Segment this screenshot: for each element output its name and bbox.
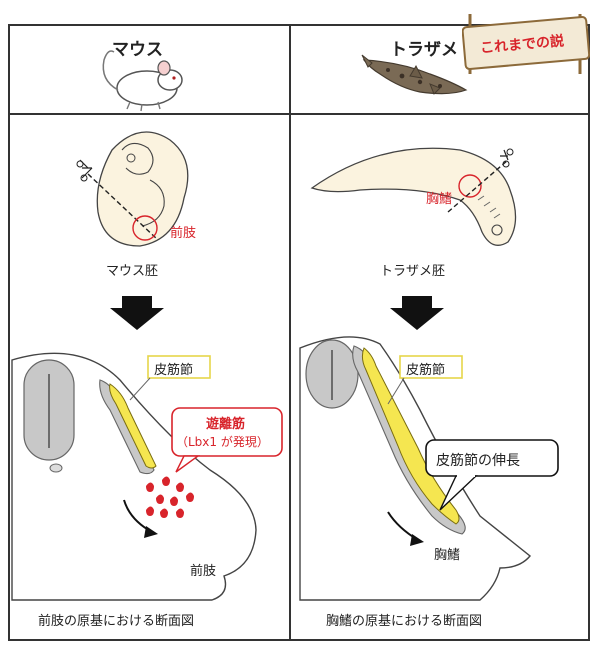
mouse-title: マウス	[112, 40, 163, 60]
sign-shape	[462, 14, 590, 74]
sign-board: これまでの説	[462, 14, 590, 74]
mouse-down-arrow	[110, 296, 164, 330]
mouse-limb-label: 前肢	[190, 564, 217, 579]
mouse-illustration	[102, 50, 183, 112]
shark-title: トラザメ	[390, 40, 458, 60]
shark-embryo	[310, 147, 517, 246]
shark-fin-section-label: 胸鰭	[434, 548, 461, 563]
column-divider	[289, 24, 291, 641]
header-divider	[8, 113, 590, 115]
mouse-embryo-label: マウス胚	[106, 264, 159, 279]
mouse-somite-label: 皮筋節	[154, 363, 194, 378]
shark-embryo-label: トラザメ胚	[380, 264, 446, 279]
shark-extension-label: 皮筋節の伸長	[436, 453, 520, 469]
shark-cross-section	[299, 336, 559, 601]
mouse-migratory-label: 遊離筋	[206, 417, 246, 432]
shark-illustration	[361, 54, 468, 95]
mouse-caption: 前肢の原基における断面図	[38, 614, 195, 629]
shark-down-arrow	[390, 296, 444, 330]
shark-somite-label: 皮筋節	[406, 363, 446, 378]
mouse-forelimb-label: 前肢	[170, 226, 197, 241]
shark-caption: 胸鰭の原基における断面図	[326, 614, 483, 629]
shark-fin-label: 胸鰭	[426, 192, 453, 207]
mouse-cross-section	[11, 352, 283, 601]
mouse-embryo	[76, 131, 189, 247]
mouse-lbx1-label: （Lbx1 が発現）	[176, 435, 269, 449]
